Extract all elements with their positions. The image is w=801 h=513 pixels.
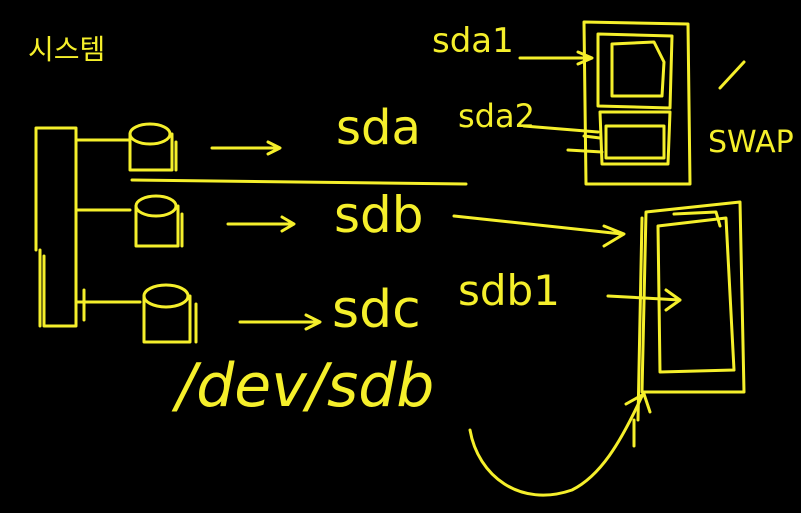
partition-label-sdb1: sdb1	[458, 266, 560, 315]
partition-block-sda	[582, 20, 692, 186]
partition-label-sda1: sda1	[432, 21, 514, 61]
disk-icon	[128, 122, 178, 172]
system-label: 시스템	[28, 33, 106, 66]
disk-label-sda: sda	[336, 100, 421, 156]
arrow-sda2	[522, 124, 604, 154]
swap-label: SWAP	[708, 125, 794, 160]
arrow-path-curve	[468, 392, 652, 497]
arrow-sdc	[238, 313, 322, 331]
disk-icon	[142, 283, 198, 344]
partition-label-sda2: sda2	[458, 97, 535, 135]
separator-line	[130, 178, 468, 186]
device-path-label: /dev/sdb	[176, 351, 435, 421]
partition-block-sdb	[632, 200, 746, 448]
arrow-to-disk-sdb	[452, 214, 626, 248]
arrow-sda1	[518, 50, 594, 66]
slash-mark	[718, 60, 746, 90]
arrow-sdb	[226, 215, 296, 233]
arrow-sdb1	[606, 288, 682, 312]
disk-label-sdc: sdc	[332, 280, 421, 340]
connector-sdc	[74, 288, 142, 322]
disk-label-sdb: sdb	[334, 186, 424, 244]
system-box	[34, 126, 78, 328]
disk-icon	[134, 194, 184, 248]
arrow-sda	[210, 140, 282, 156]
